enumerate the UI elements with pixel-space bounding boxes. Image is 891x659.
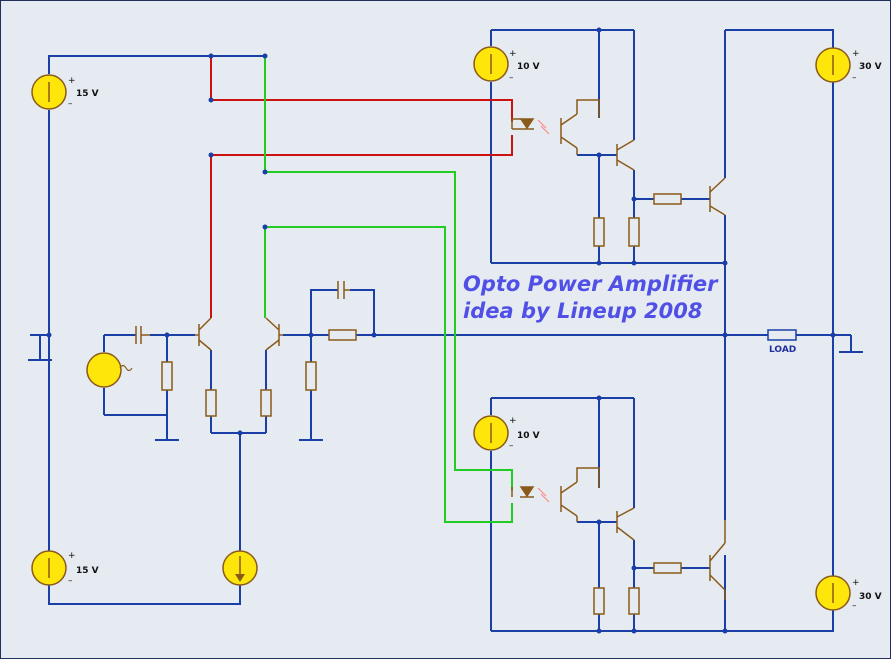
source-10v-top: + – 10 V [473,46,540,83]
load-resistor [767,329,797,341]
svg-text:–: – [68,99,73,109]
svg-text:+: + [68,76,76,86]
title-line-1: Opto Power Amplifier [463,272,719,296]
svg-text:+: + [852,578,860,588]
svg-text:+: + [852,49,860,59]
svg-text:–: – [852,73,857,83]
title-line-2: idea by Lineup 2008 [463,299,703,323]
svg-text:–: – [509,441,514,451]
source-15v-bottom-label: 15 V [76,566,99,576]
svg-text:–: – [509,73,514,83]
signal-source [86,352,133,388]
load-label: LOAD [769,345,796,355]
source-10v-bottom-label: 10 V [517,431,540,441]
source-30v-top-label: 30 V [859,62,882,72]
source-10v-top-label: 10 V [517,62,540,72]
tail-current-source [222,550,258,586]
components [135,99,726,615]
green-wires [264,56,513,523]
source-15v-top: + – 15 V [31,74,99,110]
source-30v-bottom: + – 30 V [815,575,882,611]
source-15v-top-label: 15 V [76,89,99,99]
red-wires [210,56,513,318]
source-30v-bottom-label: 30 V [859,592,882,602]
source-15v-bottom: + – 15 V [31,550,99,586]
source-30v-top: + – 30 V [815,47,882,83]
svg-text:+: + [509,49,517,59]
svg-text:–: – [68,576,73,586]
svg-text:+: + [68,551,76,561]
blue-wires [28,29,863,632]
svg-text:–: – [852,601,857,611]
opto-light-arrows [537,119,550,503]
svg-text:+: + [509,416,517,426]
source-10v-bottom: + – 10 V [473,415,540,451]
junction-dots [46,27,836,634]
